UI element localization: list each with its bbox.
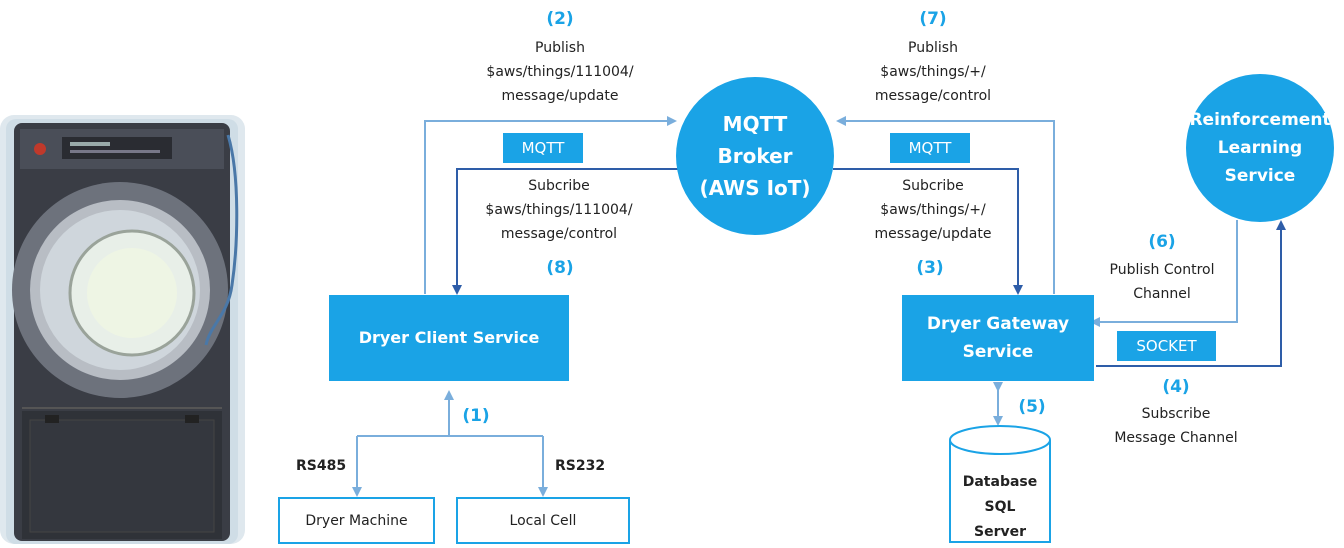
- arrow-gateway-subscribe: [833, 168, 1023, 295]
- rl-service-node: Reinforcement Learning Service: [1186, 74, 1334, 222]
- step-6-line-1: Publish Control: [1109, 262, 1215, 278]
- client-service-label: Dryer Client Service: [358, 328, 540, 347]
- rs232-label: RS232: [555, 458, 606, 474]
- step-1-number: (1): [462, 406, 490, 426]
- broker-line-3: (AWS IoT): [699, 176, 811, 200]
- step-6-line-2: Channel: [1133, 286, 1191, 302]
- step-3-label: Subcribe $aws/things/+/ message/update: [833, 174, 1033, 246]
- step-7-number: (7): [919, 9, 947, 29]
- dryer-machine-photo: [0, 115, 245, 544]
- gateway-line-1: Dryer Gateway: [926, 314, 1070, 334]
- step-2-line-1: Publish: [535, 40, 585, 56]
- step-4-label: Subscribe Message Channel: [1096, 402, 1256, 450]
- gateway-line-2: Service: [962, 342, 1034, 362]
- local-cell-box: Local Cell: [456, 497, 630, 544]
- broker-line-2: Broker: [717, 144, 793, 168]
- step-5-number: (5): [1018, 397, 1046, 417]
- mqtt-tag-left: MQTT: [503, 133, 583, 163]
- dryer-gateway-service-box: Dryer Gateway Service: [902, 295, 1094, 381]
- local-cell-label: Local Cell: [509, 512, 577, 529]
- step-3-line-2: $aws/things/+/: [880, 202, 986, 218]
- rl-line-2: Learning: [1217, 138, 1303, 158]
- arrow-gateway-publish: [836, 116, 1055, 294]
- rl-line-1: Reinforcement: [1189, 110, 1331, 130]
- dryer-client-service-box: Dryer Client Service: [329, 295, 569, 381]
- arrow-client-publish: [424, 116, 677, 294]
- step-2-number: (2): [546, 9, 574, 29]
- step-8-label: Subcribe $aws/things/111004/ message/con…: [459, 174, 659, 246]
- step-7-line-1: Publish: [908, 40, 958, 56]
- step-8-line-1: Subcribe: [528, 178, 590, 194]
- arrow-client-subscribe: [452, 168, 678, 295]
- step-3-line-3: message/update: [874, 226, 992, 242]
- mqtt-tag-right: MQTT: [890, 133, 970, 163]
- database-label: Database SQL Server: [948, 470, 1052, 545]
- dryer-machine-label: Dryer Machine: [305, 512, 408, 529]
- step-7-line-3: message/control: [874, 88, 992, 104]
- broker-line-1: MQTT: [722, 112, 788, 136]
- step-3-line-1: Subcribe: [902, 178, 964, 194]
- step-6-number: (6): [1148, 232, 1176, 252]
- step-3-number: (3): [916, 258, 944, 278]
- database-cylinder: [949, 425, 1051, 543]
- step-8-line-3: message/control: [500, 226, 618, 242]
- step-6-label: Publish Control Channel: [1082, 258, 1242, 306]
- step-2-line-2: $aws/things/111004/: [486, 64, 634, 80]
- step-8-line-2: $aws/things/111004/: [485, 202, 633, 218]
- mqtt-broker-node: MQTT Broker (AWS IoT): [676, 77, 834, 235]
- arrow-rl-publish-control: [1090, 220, 1238, 327]
- step-4-line-2: Message Channel: [1114, 430, 1238, 446]
- dryer-photo-svg: [0, 115, 245, 544]
- arrow-gateway-subscribe-rl: [1096, 220, 1286, 367]
- rs485-label: RS485: [296, 458, 347, 474]
- socket-tag: SOCKET: [1117, 331, 1216, 361]
- database-line-3: Server: [973, 524, 1026, 540]
- database-line-1: Database: [962, 474, 1038, 490]
- database-line-2: SQL: [984, 499, 1016, 515]
- step-8-number: (8): [546, 258, 574, 278]
- step-4-line-1: Subscribe: [1141, 406, 1211, 422]
- rl-line-3: Service: [1224, 166, 1296, 186]
- step-2-line-3: message/update: [501, 88, 619, 104]
- step-4-number: (4): [1162, 377, 1190, 397]
- step-2-label: Publish $aws/things/111004/ message/upda…: [460, 36, 660, 108]
- step-7-line-2: $aws/things/+/: [880, 64, 986, 80]
- dryer-machine-box: Dryer Machine: [278, 497, 435, 544]
- step-7-label: Publish $aws/things/+/ message/control: [833, 36, 1033, 108]
